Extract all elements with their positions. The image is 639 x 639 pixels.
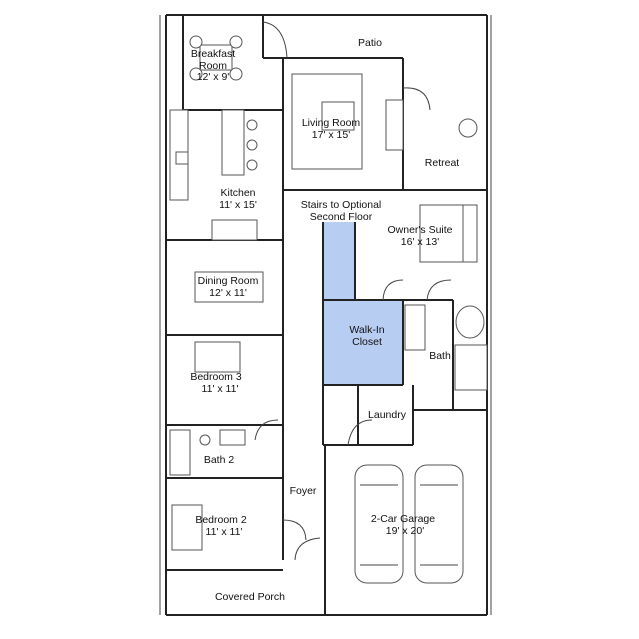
bath-label: Bath — [429, 350, 451, 362]
kitchen-label: Kitchen — [220, 187, 255, 199]
breakfast-table — [199, 44, 233, 71]
bedroom3-label: Bedroom 3 — [190, 371, 242, 383]
porch-label: Covered Porch — [215, 591, 285, 603]
car-right — [414, 464, 464, 584]
dining-label: Dining Room — [198, 275, 259, 287]
owners-suite-dim: 16' x 13' — [401, 236, 439, 248]
kitchen-dim: 11' x 15' — [219, 199, 257, 211]
garage-dim: 19' x 20' — [386, 525, 424, 537]
bath2-label: Bath 2 — [204, 454, 235, 466]
breakfast-label-2: Room — [199, 60, 227, 72]
living-dim: 17' x 15' — [312, 129, 350, 141]
bedroom3-dim: 11' x 11' — [202, 383, 239, 395]
breakfast-dim: 12' x 9' — [197, 71, 230, 83]
bedroom2-dim: 11' x 11' — [206, 526, 243, 538]
garage-label: 2-Car Garage — [371, 513, 435, 525]
walkin-label: Walk-In — [349, 324, 384, 336]
laundry-label: Laundry — [368, 409, 407, 421]
bedroom3-bed — [194, 341, 241, 373]
breakfast-label: Breakfast — [191, 48, 235, 60]
walkin-label-2: Closet — [352, 336, 382, 348]
owners-suite-label: Owner's Suite — [387, 224, 452, 236]
furniture — [169, 35, 488, 584]
tub — [455, 305, 485, 339]
bedroom2-label: Bedroom 2 — [195, 514, 247, 526]
walkin-closet-highlight — [323, 300, 403, 385]
stairs-label: Stairs to Optional — [301, 199, 382, 211]
highlighted-areas — [323, 222, 403, 385]
doors — [254, 21, 452, 561]
bedroom2-bed — [171, 504, 203, 551]
living-label: Living Room — [302, 117, 361, 129]
dining-table — [194, 271, 264, 303]
dining-dim: 12' x 11' — [209, 287, 247, 299]
patio-label: Patio — [358, 37, 382, 49]
room-labels: Patio Breakfast Room 12' x 9' Living Roo… — [190, 37, 459, 603]
exterior-walls — [159, 14, 492, 616]
car-left — [354, 464, 404, 584]
stairs-label-2: Second Floor — [310, 211, 373, 223]
foyer-label: Foyer — [290, 485, 317, 497]
retreat-label: Retreat — [425, 157, 460, 169]
stairs-highlight — [323, 222, 356, 300]
